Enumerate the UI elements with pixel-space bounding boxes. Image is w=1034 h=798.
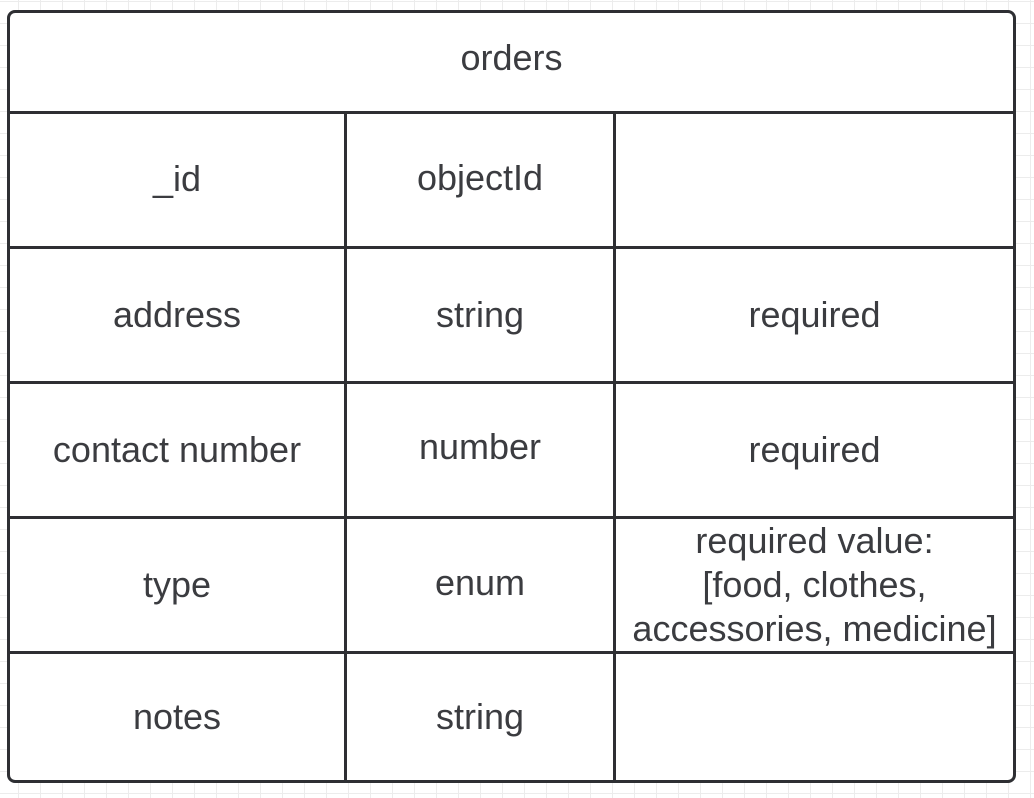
field-type: objectId	[347, 114, 616, 246]
entity-title: orders	[10, 13, 1013, 114]
field-type: string	[347, 654, 616, 780]
field-name: type	[10, 519, 347, 651]
field-type: enum	[347, 519, 616, 651]
field-constraint: required	[748, 429, 881, 470]
field-name: _id	[10, 114, 347, 246]
field-name: notes	[10, 654, 347, 780]
field-row-id: _id objectId	[10, 114, 1013, 249]
field-constraint	[616, 114, 1013, 246]
field-row-contact-number: contact number number required	[10, 384, 1013, 519]
orders-entity-table: orders _id objectId address string requi…	[7, 10, 1016, 783]
field-type: string	[347, 249, 616, 381]
field-constraint	[616, 654, 1013, 780]
field-constraint: required value: [food, clothes, accessor…	[632, 520, 997, 649]
field-row-type: type enum required value: [food, clothes…	[10, 519, 1013, 654]
field-name: contact number	[10, 384, 347, 516]
field-name: address	[10, 249, 347, 381]
field-constraint: required	[748, 294, 881, 335]
field-row-notes: notes string	[10, 654, 1013, 780]
field-type: number	[347, 384, 616, 516]
field-row-address: address string required	[10, 249, 1013, 384]
